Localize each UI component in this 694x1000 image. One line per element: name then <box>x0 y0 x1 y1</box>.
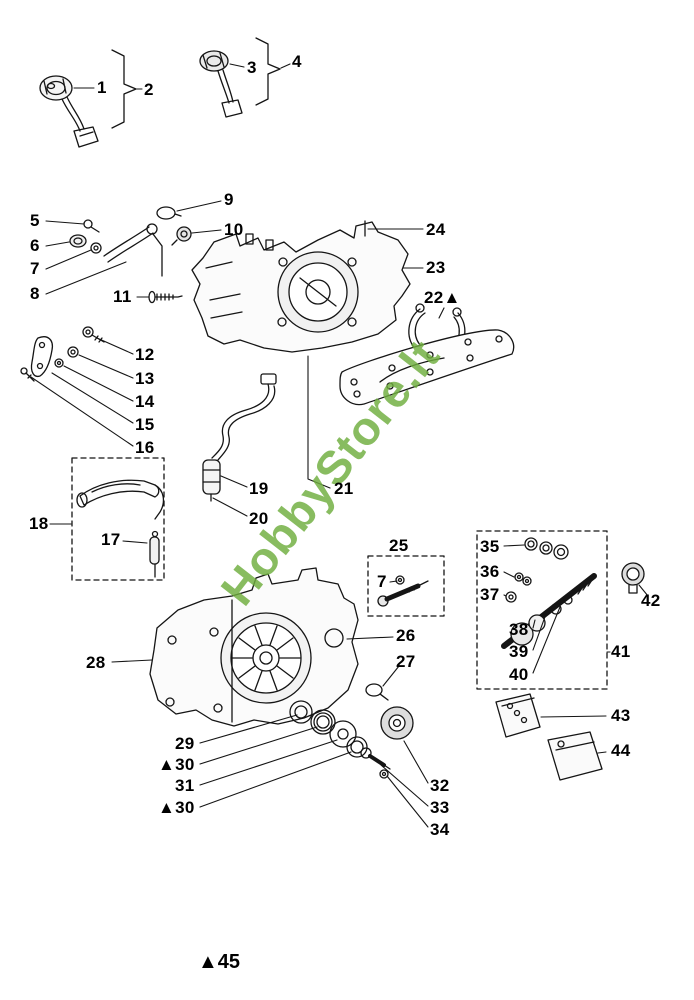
leader-lines <box>30 63 649 828</box>
part-label-33: 33 <box>430 798 450 817</box>
part-label-30b: ▲30 <box>158 798 195 817</box>
part-label-23: 23 <box>426 258 446 277</box>
part-label-44: 44 <box>611 741 631 760</box>
bracket-2 <box>111 49 137 129</box>
part-11-screw <box>148 290 183 304</box>
fuel-filter-20 <box>202 459 221 502</box>
footer-marker: ▲45 <box>198 951 241 973</box>
parts-32-34 <box>360 706 414 779</box>
part-label-40: 40 <box>509 665 529 684</box>
part-label-30a: ▲30 <box>158 755 195 774</box>
part-label-15: 15 <box>135 415 155 434</box>
part-ignition-cap-3 <box>199 50 243 118</box>
part-label-17: 17 <box>101 530 121 549</box>
handle-assembly-18 <box>76 479 165 520</box>
part-label-34: 34 <box>430 820 450 839</box>
part-label-39: 39 <box>509 642 529 661</box>
part-label-11: 11 <box>113 287 132 306</box>
part-label-2: 2 <box>144 80 154 99</box>
bracket-4 <box>255 37 281 106</box>
crankshaft-group-35-40 <box>501 537 597 649</box>
part-label-42: 42 <box>641 591 661 610</box>
clutch-parts-29-31 <box>289 700 368 758</box>
part-label-9: 9 <box>224 190 234 209</box>
part-label-5: 5 <box>30 211 40 230</box>
part-label-25: 25 <box>389 536 409 555</box>
part-label-19: 19 <box>249 479 269 498</box>
part-label-1: 1 <box>97 78 107 97</box>
part-label-18: 18 <box>29 514 49 533</box>
part-label-6: 6 <box>30 236 40 255</box>
part-25-screw <box>377 575 429 607</box>
part-label-20: 20 <box>249 509 269 528</box>
part-label-3: 3 <box>247 58 257 77</box>
part-label-28: 28 <box>86 653 106 672</box>
part-label-27: 27 <box>396 652 416 671</box>
part-label-26: 26 <box>396 626 416 645</box>
parts-5-6-7-8 <box>69 219 163 277</box>
part-label-7b: 7 <box>377 572 387 591</box>
part-label-21: 21 <box>334 479 354 498</box>
part-label-35: 35 <box>480 537 500 556</box>
part-label-7: 7 <box>30 259 40 278</box>
gasket-22-set <box>339 303 515 406</box>
part-27-plug <box>365 683 389 701</box>
part-42-knob <box>621 562 645 594</box>
part-ignition-cap-1 <box>39 75 99 148</box>
part-label-31: 31 <box>175 776 195 795</box>
part-label-14: 14 <box>135 392 155 411</box>
part-label-37: 37 <box>480 585 500 604</box>
part-label-43: 43 <box>611 706 631 725</box>
part-label-38: 38 <box>509 620 529 639</box>
part-label-10: 10 <box>224 220 244 239</box>
part-label-32: 32 <box>430 776 450 795</box>
part-label-29: 29 <box>175 734 195 753</box>
dashed-box-25 <box>367 555 445 617</box>
crankcase-lower-26-28 <box>149 567 359 727</box>
parts-12-16 <box>20 326 105 382</box>
part-label-41: 41 <box>611 642 631 661</box>
part-label-12: 12 <box>135 345 155 364</box>
part-label-36: 36 <box>480 562 500 581</box>
part-43-plate <box>495 693 541 738</box>
fuel-hose-19 <box>211 373 277 461</box>
part-label-24: 24 <box>426 220 446 239</box>
leader-21 <box>307 355 331 489</box>
part-44-plate <box>547 731 603 781</box>
part-10-terminal <box>171 226 192 246</box>
part-label-8: 8 <box>30 284 40 303</box>
dashed-box-18 <box>71 457 165 581</box>
part-label-4: 4 <box>292 52 302 71</box>
part-9-bushing <box>156 206 182 220</box>
part-label-16: 16 <box>135 438 155 457</box>
part-label-22: 22▲ <box>424 288 461 307</box>
part-label-13: 13 <box>135 369 155 388</box>
crankcase-upper-23 <box>191 221 411 353</box>
part-17-damper <box>149 530 160 578</box>
dashed-box-41 <box>476 530 608 690</box>
